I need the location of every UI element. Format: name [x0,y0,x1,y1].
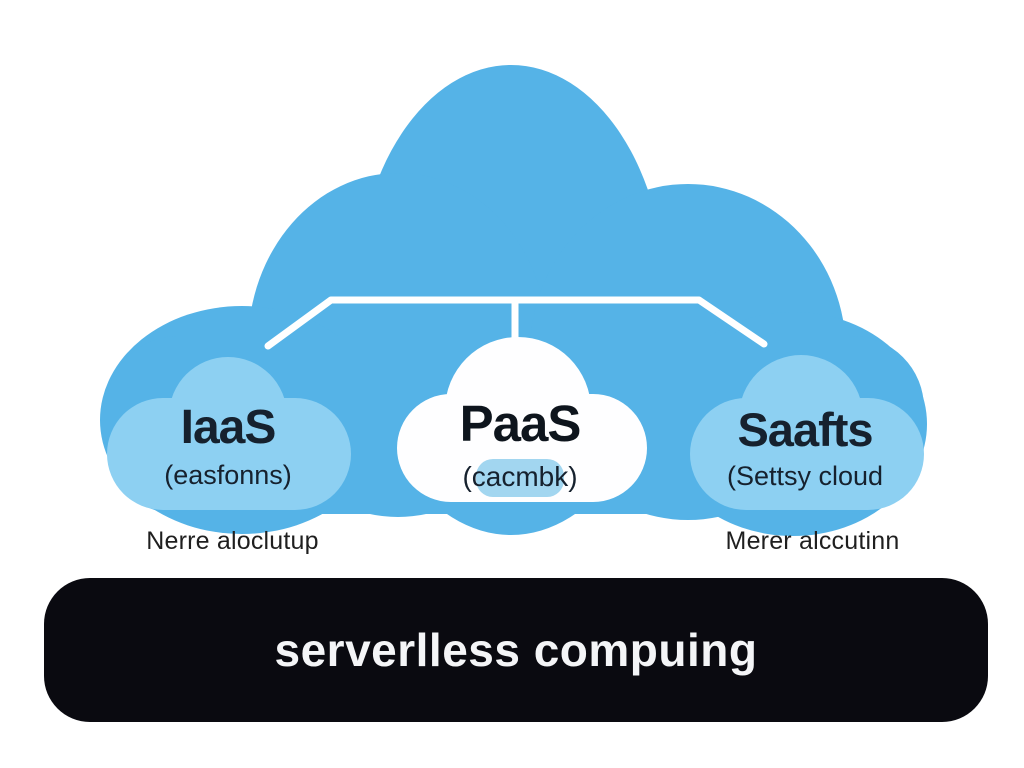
paas-cloud-subtitle: (cacmbk) [462,461,578,492]
iaas-cloud-title: IaaS [180,401,277,454]
paas-subtitle-pill [476,459,564,497]
serverless-banner: serverlless compuing [44,578,988,722]
iaas-cloud-shape [107,357,351,510]
iaas-cloud-subtitle: (easfonns) [164,460,292,490]
paas-cloud-title: PaaS [459,395,582,452]
saas-cloud-shape [690,355,924,510]
saas-cloud-title: Saafts [737,403,873,456]
paas-cloud-shape [397,337,647,502]
saas-cloud-subtitle: (Settsy cloud [726,461,884,491]
caption-right: Merer alccutinn [725,527,900,555]
serverless-banner-label: serverlless compuing [274,624,758,676]
caption-left: Nerre aloclutup [146,527,319,555]
